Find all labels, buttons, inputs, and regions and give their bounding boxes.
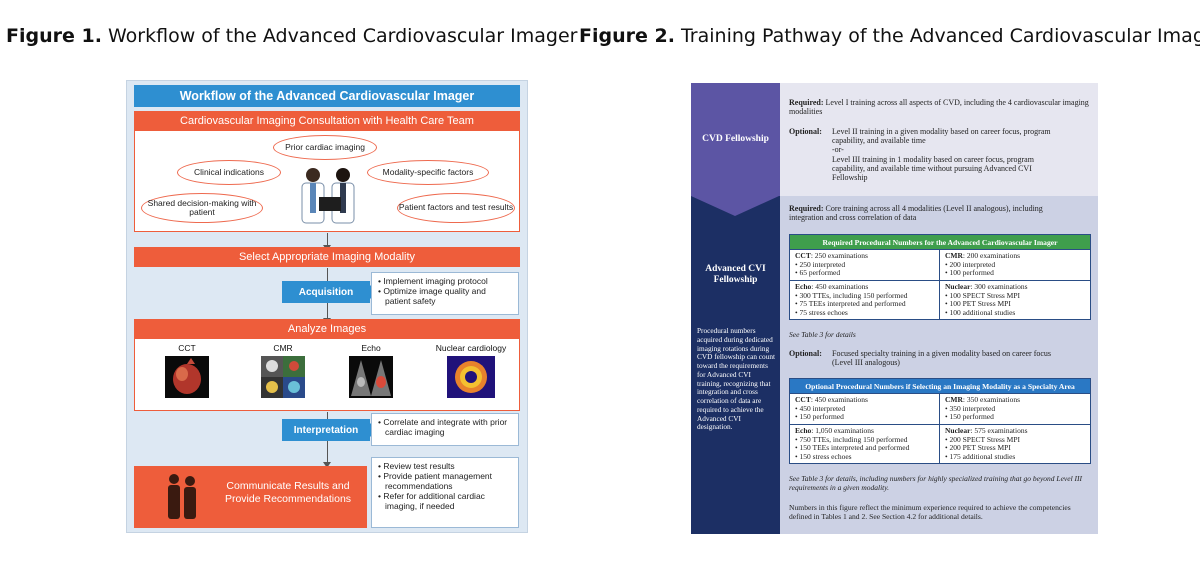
opt-cell-nuclear: Nuclear: 575 examinations• 200 SPECT Str…: [940, 423, 1090, 464]
communicate-item-1: • Review test results: [378, 461, 455, 471]
req-cell-cct: CCT: 250 examinations• 250 interpreted• …: [790, 249, 940, 280]
required-label-1: Required:: [789, 98, 824, 107]
see-table3-note: See Table 3 for details: [789, 330, 856, 339]
optional-level3: Level III training in 1 modality based o…: [832, 154, 1034, 182]
workflow-title: Workflow of the Advanced Cardiovascular …: [134, 85, 520, 107]
modality-label-nuclear: Nuclear cardiology: [435, 343, 507, 353]
training-pathway-diagram: CVD Fellowship Advanced CVI Fellowship P…: [691, 83, 1098, 534]
interpretation-details: • Correlate and integrate with prior car…: [371, 413, 519, 446]
optional-level2: Level II training in a given modality ba…: [832, 127, 1051, 146]
required-core-training: Required: Core training across all 4 mod…: [789, 204, 1079, 222]
oval-shared-decision: Shared decision-making with patient: [141, 193, 263, 223]
oval-clinical-indications: Clinical indications: [177, 160, 281, 185]
figure-2-text: Training Pathway of the Advanced Cardiov…: [680, 25, 1200, 47]
modality-label-cct: CCT: [178, 343, 196, 353]
people-silhouette: [168, 474, 196, 519]
opt-cell-echo: Echo: 1,050 examinations• 750 TTEs, incl…: [790, 423, 940, 464]
optional-or: -or-: [832, 145, 844, 155]
modalities-panel: CCT CMR Echo Nuclear cardiology: [134, 339, 520, 411]
req-cell-echo: Echo: 450 examinations• 300 TTEs, includ…: [790, 279, 940, 320]
workflow-diagram: Workflow of the Advanced Cardiovascular …: [126, 80, 528, 533]
cvd-fellowship-label: CVD Fellowship: [691, 83, 780, 196]
modality-label-cmr: CMR: [273, 343, 293, 353]
oval-prior-imaging: Prior cardiac imaging: [273, 135, 377, 160]
required-label-2: Required:: [789, 204, 824, 213]
figure-1-text: Workflow of the Advanced Cardiovascular …: [107, 25, 578, 47]
required-procedural-table: Required Procedural Numbers for the Adva…: [789, 234, 1091, 321]
figure-2-label: Figure 2.: [579, 25, 675, 47]
figure-1-label: Figure 1.: [6, 25, 102, 47]
opt-cell-cmr: CMR: 350 examinations• 350 interpreted• …: [940, 393, 1090, 424]
cvd-fellowship-panel: [780, 83, 1098, 196]
figure-1-caption: Figure 1. Workflow of the Advanced Cardi…: [6, 25, 577, 47]
footer-note: Numbers in this figure reflect the minim…: [789, 503, 1071, 521]
advanced-cvi-fellowship-label: Advanced CVI Fellowship: [705, 264, 766, 286]
required-text-2: Core training across all 4 modalities (L…: [789, 204, 1043, 223]
interpretation-step: Interpretation: [282, 419, 377, 441]
required-level1: Required: Level I training across all as…: [789, 98, 1089, 116]
oval-patient-factors: Patient factors and test results: [397, 193, 515, 223]
doctors-illustration: [301, 168, 355, 224]
modality-label-echo: Echo: [361, 343, 381, 353]
req-cell-cmr: CMR: 200 examinations• 200 interpreted• …: [940, 249, 1090, 280]
flow-arrow-1: [323, 233, 331, 251]
communicate-item-3: • Refer for additional cardiac imaging, …: [378, 491, 485, 512]
see-table3-details: See Table 3 for details, including numbe…: [789, 474, 1083, 492]
communicate-item-2: • Provide patient management recommendat…: [378, 471, 493, 492]
analyze-images-bar: Analyze Images: [134, 319, 520, 339]
cmr-image: [261, 356, 305, 398]
optional-focused-training: Focused specialty training in a given mo…: [832, 349, 1052, 368]
echo-image: [349, 356, 393, 398]
communicate-label: Communicate Results and Provide Recommen…: [224, 480, 352, 506]
figure-2-caption: Figure 2. Training Pathway of the Advanc…: [579, 25, 1200, 47]
acquisition-item-1: • Implement imaging protocol: [378, 276, 488, 286]
opt-cell-cct: CCT: 450 examinations• 450 interpreted• …: [790, 393, 940, 424]
optional-label-2: Optional:: [789, 349, 822, 358]
procedural-numbers-note: Procedural numbers acquired during dedic…: [697, 326, 776, 432]
interpretation-item-1: • Correlate and integrate with prior car…: [378, 417, 508, 438]
nuclear-image: [447, 356, 495, 398]
optional-table-header: Optional Procedural Numbers if Selecting…: [790, 379, 1090, 393]
communicate-details: • Review test results • Provide patient …: [371, 457, 519, 528]
required-text-1: Level I training across all aspects of C…: [789, 98, 1089, 117]
acquisition-step: Acquisition: [282, 281, 377, 303]
consultation-panel: Prior cardiac imaging Clinical indicatio…: [134, 131, 520, 232]
select-modality-bar: Select Appropriate Imaging Modality: [134, 247, 520, 267]
consultation-bar: Cardiovascular Imaging Consultation with…: [134, 111, 520, 131]
communicate-block: Communicate Results and Provide Recommen…: [134, 466, 367, 528]
cct-image: [165, 356, 209, 398]
acquisition-details: • Implement imaging protocol • Optimize …: [371, 272, 519, 315]
acquisition-item-2: • Optimize image quality and patient saf…: [378, 286, 486, 307]
optional-level-text: Level II training in a given modality ba…: [832, 127, 1057, 182]
required-table-header: Required Procedural Numbers for the Adva…: [790, 235, 1090, 249]
optional-label-1: Optional:: [789, 127, 822, 136]
oval-modality-factors: Modality-specific factors: [367, 160, 489, 185]
pathway-chevron: [691, 196, 779, 216]
req-cell-nuclear: Nuclear: 300 examinations• 100 SPECT Str…: [940, 279, 1090, 320]
optional-procedural-table: Optional Procedural Numbers if Selecting…: [789, 378, 1091, 465]
